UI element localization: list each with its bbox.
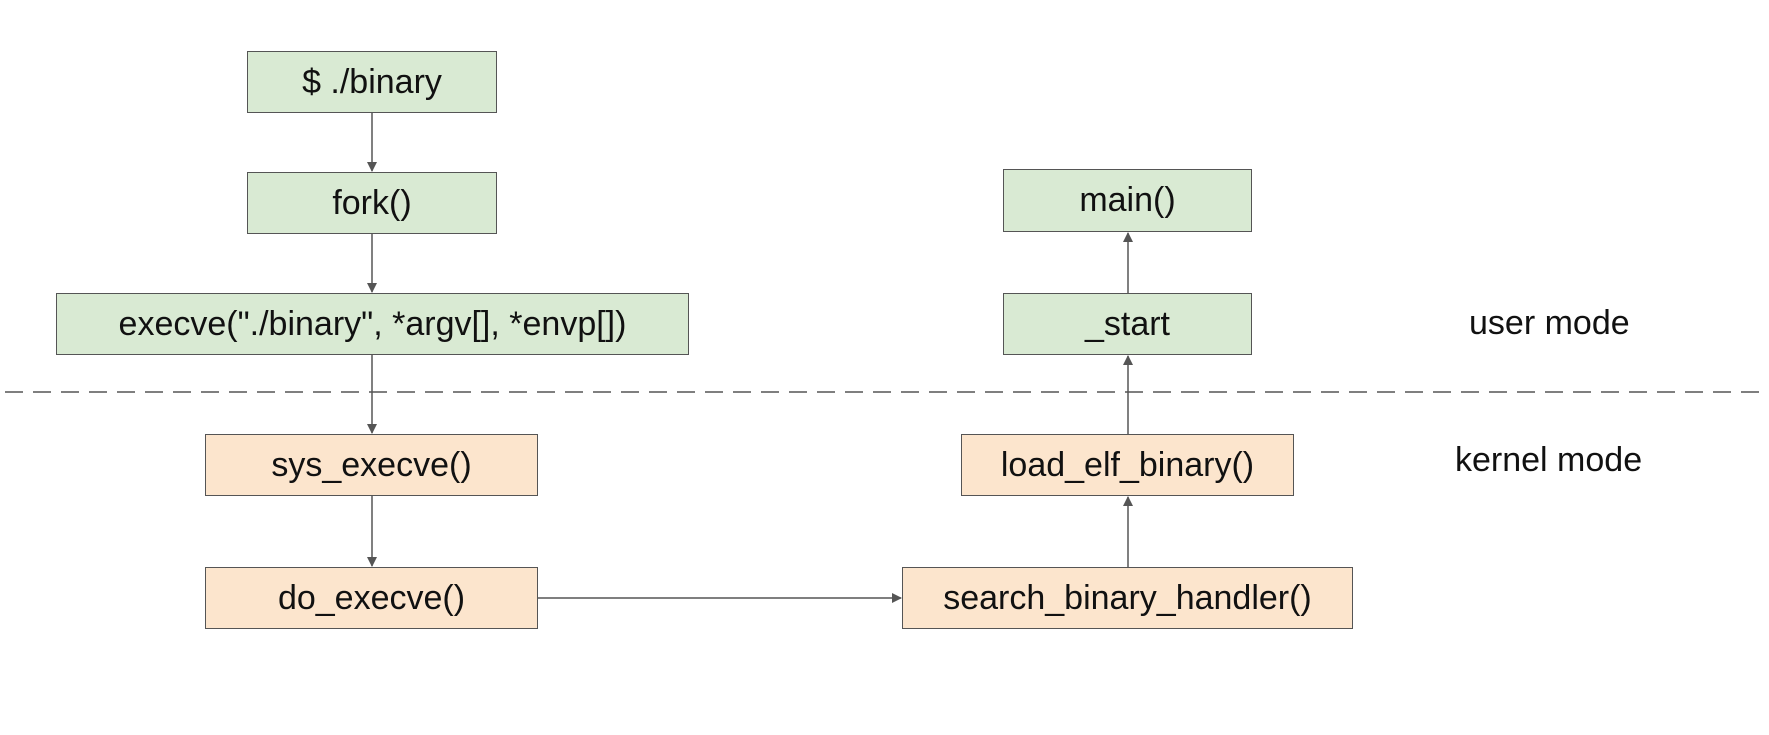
- node-label: fork(): [332, 183, 412, 222]
- node-label: do_execve(): [277, 578, 466, 617]
- user-mode-label: user mode: [1469, 304, 1630, 342]
- node-label: $ ./binary: [302, 62, 442, 101]
- node-main: main(): [1003, 169, 1252, 232]
- node-label: main(): [1079, 181, 1176, 219]
- node-label: load_elf_binary(): [1000, 445, 1255, 484]
- node-shell-command: $ ./binary: [247, 51, 497, 113]
- node-search-binary-handler: search_binary_handler(): [902, 567, 1353, 629]
- node-label: sys_execve(): [271, 445, 472, 484]
- node-execve: execve("./binary", *argv[], *envp[]): [56, 293, 689, 355]
- node-fork: fork(): [247, 172, 497, 234]
- node-label: _start: [1084, 304, 1171, 343]
- node-label: execve("./binary", *argv[], *envp[]): [118, 304, 627, 343]
- node-sys-execve: sys_execve(): [205, 434, 538, 496]
- node-load-elf-binary: load_elf_binary(): [961, 434, 1294, 496]
- kernel-mode-label: kernel mode: [1455, 441, 1643, 479]
- node-do-execve: do_execve(): [205, 567, 538, 629]
- node-label: search_binary_handler(): [943, 578, 1312, 617]
- node-start: _start: [1003, 293, 1252, 355]
